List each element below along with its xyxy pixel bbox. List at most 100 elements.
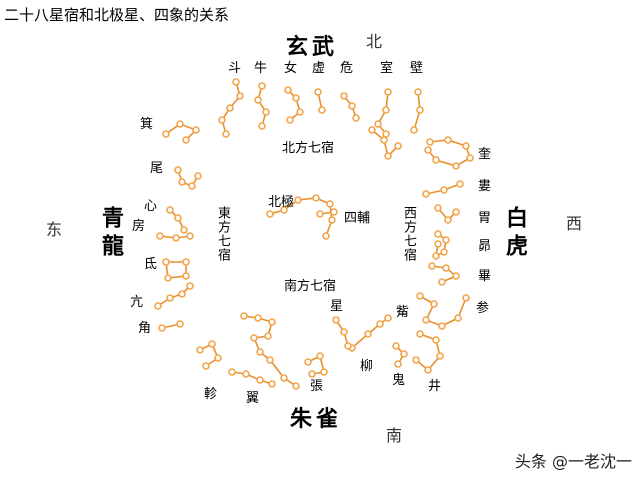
star-dou-3 <box>218 116 226 124</box>
mansion-bi2: 畢 <box>478 269 492 284</box>
star-fang-2 <box>186 232 194 240</box>
star-yi-b-3 <box>268 380 276 388</box>
symbol-xuanwu: 玄武 <box>286 34 339 60</box>
mansion-liu: 柳 <box>360 359 374 374</box>
star-jiao-0 <box>158 324 166 332</box>
star-ji-0 <box>162 130 170 138</box>
mansion-zi: 觜 <box>396 305 410 320</box>
star-jiao-1 <box>176 320 184 328</box>
star-mao-0 <box>434 230 442 238</box>
constellation-yi-b <box>231 371 273 385</box>
mansion-wei: 危 <box>340 61 354 76</box>
direction-east: 东 <box>46 220 63 239</box>
star-jing-2 <box>436 352 444 360</box>
star-jing-0 <box>416 330 424 338</box>
constellation-nu <box>287 89 301 121</box>
star-dou-0 <box>232 78 240 86</box>
star-kui-3 <box>466 154 474 162</box>
mansion-xing: 星 <box>330 299 344 314</box>
star-shi-0 <box>384 88 392 96</box>
star-polaris-2 <box>294 196 302 204</box>
star-bi-w-0 <box>428 262 436 270</box>
mansion-jing: 井 <box>428 379 442 394</box>
star-yi-7 <box>280 374 288 382</box>
direction-north: 北 <box>366 32 383 51</box>
star-gui-2 <box>394 360 402 368</box>
star-kui-0 <box>426 138 434 146</box>
mansion-wei2: 胃 <box>478 211 492 226</box>
star-niu-3 <box>258 122 266 130</box>
page-title: 二十八星宿和北极星、四象的关系 <box>4 6 230 24</box>
star-shi-lower-1 <box>380 136 388 144</box>
star-yi-4 <box>250 334 258 342</box>
mansion-kang: 亢 <box>130 295 144 310</box>
star-zi-shen-0 <box>416 292 424 300</box>
star-zhen-2 <box>214 354 222 362</box>
star-nu-1 <box>292 94 300 102</box>
star-polaris-4 <box>326 200 334 208</box>
direction-south: 南 <box>386 426 403 445</box>
star-ji-3 <box>182 136 190 144</box>
star-xing-0 <box>332 316 340 324</box>
star-kang-1 <box>166 294 174 302</box>
star-wei-e-3 <box>194 172 202 180</box>
mansion-zhang: 張 <box>310 379 324 394</box>
constellation-yi <box>243 315 297 387</box>
star-yi-3 <box>264 332 272 340</box>
constellation-shi <box>377 91 389 135</box>
star-zi-shen-5 <box>462 294 470 302</box>
mansion-lou: 婁 <box>478 179 492 194</box>
star-mao-3 <box>432 252 440 260</box>
star-zhang-3 <box>308 370 316 378</box>
star-bi-w-3 <box>438 278 446 286</box>
star-xu-1 <box>318 106 326 114</box>
symbol-qinglong: 青龍 <box>98 206 124 262</box>
star-wei-w-2 <box>452 208 460 216</box>
star-yi-1 <box>254 314 262 322</box>
star-jing-3 <box>424 366 432 374</box>
star-xin-2 <box>180 226 188 234</box>
star-shi-lower-3 <box>394 142 402 150</box>
star-liu-2 <box>376 320 384 328</box>
star-mao-1 <box>442 236 450 244</box>
star-nu-2 <box>296 108 304 116</box>
star-zi-shen-3 <box>438 322 446 330</box>
constellation-zhang <box>307 354 325 375</box>
mansion-yi: 翼 <box>246 391 260 406</box>
star-zi-shen-1 <box>430 300 438 308</box>
star-di-2 <box>182 272 190 280</box>
star-zi-shen-2 <box>422 316 430 324</box>
star-zhen-3 <box>202 362 210 370</box>
star-zi-shen-4 <box>454 314 462 322</box>
constellation-ji <box>165 123 198 141</box>
star-niu-0 <box>258 82 266 90</box>
star-kui-2 <box>462 142 470 150</box>
star-xin-1 <box>174 214 182 222</box>
star-fang-0 <box>156 232 164 240</box>
star-xu-0 <box>314 88 322 96</box>
symbol-zhuque: 朱雀 <box>290 406 343 432</box>
star-yi-8 <box>292 382 300 390</box>
star-xing-2 <box>344 342 352 350</box>
star-kui-4 <box>452 162 460 170</box>
star-yi-b-2 <box>256 376 264 384</box>
star-shi-1 <box>382 106 390 114</box>
star-yi-b-1 <box>242 370 250 378</box>
star-nu-3 <box>286 116 294 124</box>
star-jing-1 <box>432 336 440 344</box>
mansion-mao: 昴 <box>478 239 492 254</box>
star-liu-1 <box>364 330 372 338</box>
star-polaris-1 <box>280 206 288 214</box>
star-lou-1 <box>440 186 448 194</box>
section-north: 北方七宿 <box>282 141 335 156</box>
star-mao-4 <box>434 240 442 248</box>
star-yi-6 <box>266 356 274 364</box>
star-zhang-0 <box>304 358 312 366</box>
star-kui-6 <box>424 146 432 154</box>
star-kang-0 <box>154 302 162 310</box>
star-xin-0 <box>166 206 174 214</box>
star-bi-2 <box>410 126 418 134</box>
star-xing-1 <box>340 328 348 336</box>
mansion-shi: 室 <box>380 61 394 76</box>
